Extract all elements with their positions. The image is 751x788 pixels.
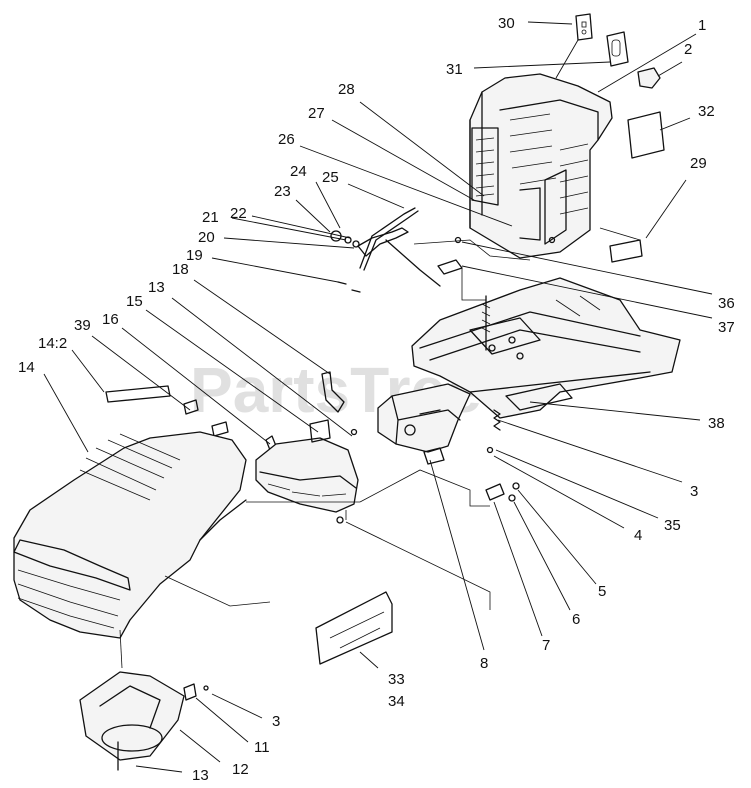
callout-15: 15	[126, 293, 143, 310]
hood	[13, 431, 247, 639]
callout-24: 24	[290, 163, 307, 180]
seat-bracket	[437, 236, 491, 351]
callout-27: 27	[308, 105, 325, 122]
callout-4: 4	[634, 527, 642, 544]
callout-31: 31	[446, 61, 463, 78]
seat-adjust-lever	[330, 207, 441, 293]
callout-13a: 13	[148, 279, 165, 296]
callout-7: 7	[542, 637, 550, 654]
callouts: 30 1 2 31 28 32 27 26 29 24 25 23 21 22 …	[18, 15, 735, 784]
callout-14-2: 14:2	[38, 335, 67, 352]
part-2	[637, 67, 661, 89]
callout-1: 1	[698, 17, 706, 34]
bracket-11	[183, 683, 197, 701]
spring-3	[493, 409, 501, 431]
callout-13b: 13	[192, 767, 209, 784]
callout-26: 26	[278, 131, 295, 148]
callout-36: 36	[718, 295, 735, 312]
callout-19: 19	[186, 247, 203, 264]
callout-3b: 3	[690, 483, 698, 500]
callout-16: 16	[102, 311, 119, 328]
callout-35: 35	[664, 517, 681, 534]
decal-32	[627, 111, 665, 159]
callout-23: 23	[274, 183, 291, 200]
decal-14-2	[105, 385, 171, 403]
callout-29: 29	[690, 155, 707, 172]
callout-12: 12	[232, 761, 249, 778]
callout-34: 34	[388, 693, 405, 710]
callout-18: 18	[172, 261, 189, 278]
decal-30-31	[575, 13, 629, 67]
bracket-18	[321, 371, 345, 413]
callout-5: 5	[598, 583, 606, 600]
pedestal-12	[79, 671, 185, 771]
hardware-4-7	[485, 446, 520, 502]
callout-8: 8	[480, 655, 488, 672]
bolt-3	[203, 685, 209, 691]
leader-lines	[43, 21, 713, 773]
decal-29	[609, 239, 643, 263]
bracket-8	[377, 383, 471, 465]
callout-37: 37	[718, 319, 735, 336]
seat-pan	[469, 73, 613, 259]
callout-14: 14	[18, 359, 35, 376]
callout-28: 28	[338, 81, 355, 98]
callout-20: 20	[198, 229, 215, 246]
bracket-39a	[183, 399, 199, 415]
callout-11: 11	[254, 739, 270, 756]
footrest-platform	[411, 277, 681, 419]
callout-30: 30	[498, 15, 515, 32]
callout-2: 2	[684, 41, 692, 58]
callout-33: 33	[388, 671, 405, 688]
callout-39: 39	[74, 317, 91, 334]
callout-21: 21	[202, 209, 219, 226]
callout-25: 25	[322, 169, 339, 186]
dash-panel	[255, 419, 359, 524]
callout-6: 6	[572, 611, 580, 628]
callout-38: 38	[708, 415, 725, 432]
bracket-39b	[211, 421, 229, 437]
callout-32: 32	[698, 103, 715, 120]
decal-33-34	[315, 591, 393, 665]
connection-lines	[119, 227, 641, 669]
callout-22: 22	[230, 205, 247, 222]
callout-3a: 3	[272, 713, 280, 730]
